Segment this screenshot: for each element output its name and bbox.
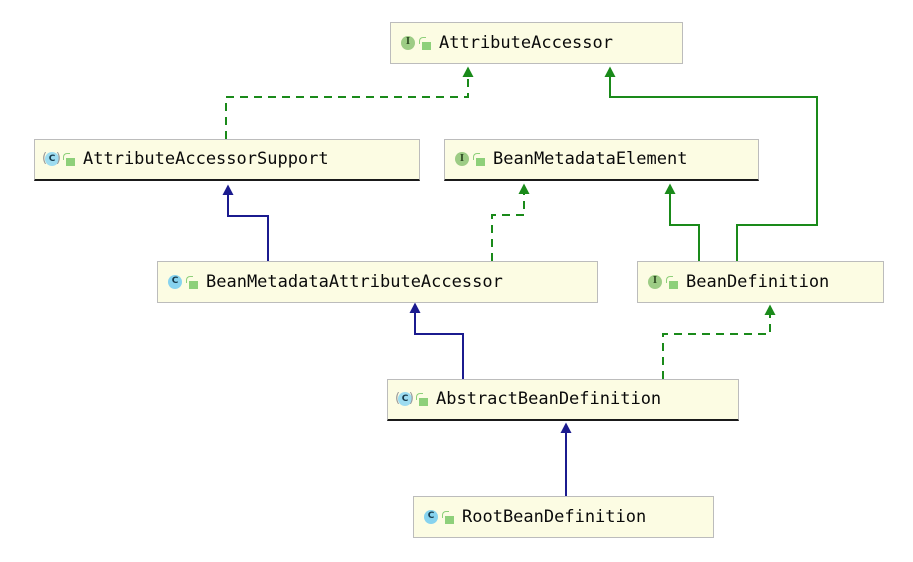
class-node-rootbeandefinition[interactable]: C RootBeanDefinition — [413, 496, 714, 538]
class-node-beanmetadataelement[interactable]: I BeanMetadataElement — [444, 139, 759, 181]
node-icon-group: I — [453, 151, 486, 168]
unlocked-public-icon — [442, 510, 455, 525]
unlocked-public-icon — [666, 275, 679, 290]
class-node-label: AttributeAccessor — [439, 32, 613, 53]
edge-bmaa-realizes-bme — [491, 183, 530, 261]
class-node-label: RootBeanDefinition — [462, 506, 647, 527]
class-node-attributeaccessorsupport[interactable]: ( C ) AttributeAccessorSupport — [34, 139, 420, 181]
node-icon-group: C — [422, 509, 455, 526]
node-icon-group: C — [166, 274, 199, 291]
interface-icon: I — [453, 151, 470, 168]
unlocked-public-icon — [419, 36, 432, 51]
edge-abd-realizes-bd — [662, 304, 776, 379]
class-node-attributeaccessor[interactable]: I AttributeAccessor — [390, 22, 683, 64]
node-icon-group: I — [399, 35, 432, 52]
abstract-class-icon: ( C ) — [42, 151, 61, 168]
class-node-label: BeanMetadataAttributeAccessor — [206, 271, 503, 292]
edge-aas-realizes-aa — [225, 66, 474, 139]
node-icon-group: I — [646, 274, 679, 291]
interface-icon: I — [646, 274, 663, 291]
class-node-beandefinition[interactable]: I BeanDefinition — [637, 261, 884, 303]
abstract-class-icon: ( C ) — [395, 391, 414, 408]
class-node-label: AbstractBeanDefinition — [436, 389, 662, 409]
edge-bd-extends-bme — [664, 183, 700, 261]
class-node-label: BeanMetadataElement — [493, 149, 688, 169]
class-node-label: AttributeAccessorSupport — [83, 149, 329, 169]
interface-icon: I — [399, 35, 416, 52]
node-icon-group: ( C ) — [395, 391, 429, 408]
node-icon-group: ( C ) — [42, 151, 76, 168]
class-icon: C — [166, 274, 183, 291]
class-node-label: BeanDefinition — [686, 271, 830, 292]
unlocked-public-icon — [186, 275, 199, 290]
class-node-abstractbeandefinition[interactable]: ( C ) AbstractBeanDefinition — [387, 379, 739, 421]
edge-bmaa-extends-aas — [222, 184, 269, 261]
class-icon: C — [422, 509, 439, 526]
unlocked-public-icon — [473, 152, 486, 167]
unlocked-public-icon — [63, 152, 76, 167]
class-node-beanmetadataattributeaccessor[interactable]: C BeanMetadataAttributeAccessor — [157, 261, 598, 303]
edge-abd-extends-bmaa — [409, 302, 464, 379]
unlocked-public-icon — [416, 392, 429, 407]
